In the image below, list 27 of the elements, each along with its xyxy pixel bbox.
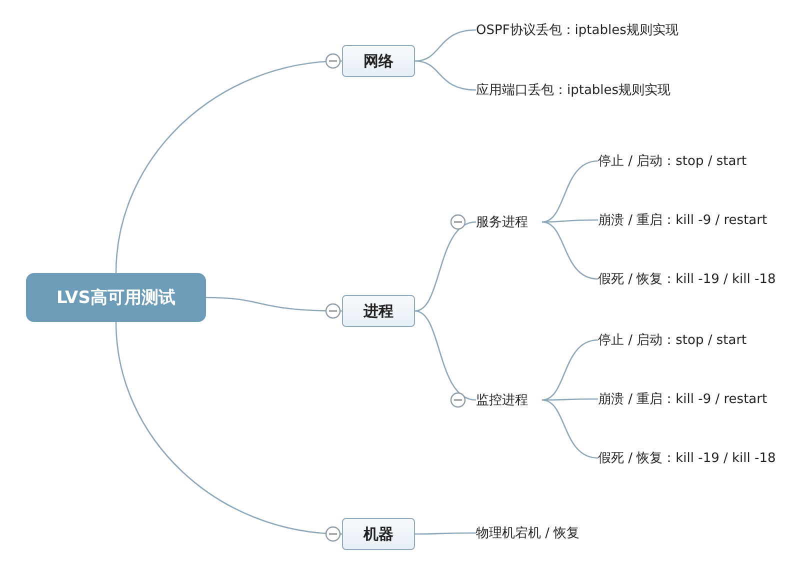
leaf-label: 崩溃 / 重启：kill -9 / restart	[598, 388, 793, 410]
connector-line	[415, 532, 476, 535]
connector-line	[414, 60, 476, 91]
leaf-label: 崩溃 / 重启：kill -9 / restart	[598, 209, 793, 231]
leaf-label: OSPF协议丢包：iptables规则实现	[476, 19, 716, 41]
topic-box: 网络	[342, 45, 415, 77]
connector-line	[414, 29, 476, 62]
subtopic-label: 监控进程	[476, 389, 542, 411]
connector-line	[115, 60, 342, 274]
connector-line	[206, 296, 342, 312]
leaf-label: 停止 / 启动：stop / start	[598, 329, 793, 351]
leaf-label: 应用端口丢包：iptables规则实现	[476, 79, 716, 101]
leaf-label: 假死 / 恢复：kill -19 / kill -18	[598, 447, 798, 469]
connector-line	[542, 160, 598, 223]
connector-line	[115, 322, 342, 535]
connector-line	[414, 310, 476, 401]
leaf-label: 物理机宕机 / 恢复	[476, 522, 676, 544]
subtopic-label: 服务进程	[476, 211, 542, 233]
topic-box: 进程	[342, 295, 415, 327]
connector-line	[542, 339, 598, 401]
central-topic-box: LVS高可用测试	[26, 273, 206, 322]
connector-line	[542, 221, 598, 280]
leaf-label: 假死 / 恢复：kill -19 / kill -18	[598, 268, 798, 290]
leaf-label: 停止 / 启动：stop / start	[598, 150, 793, 172]
topic-box: 机器	[342, 518, 415, 550]
connector-line	[542, 399, 598, 459]
connector-line	[414, 221, 476, 312]
